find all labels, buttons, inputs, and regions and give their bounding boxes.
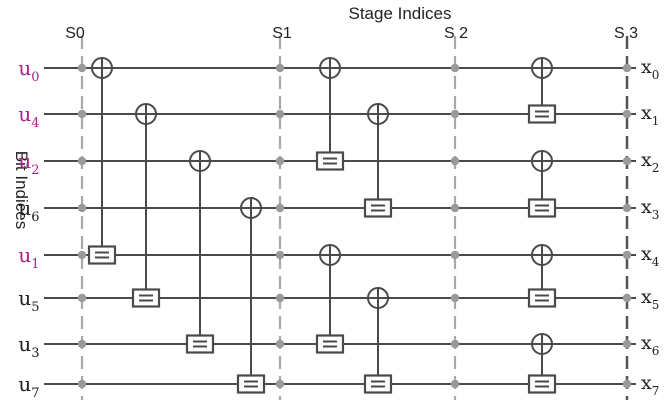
xor-gate bbox=[91, 57, 113, 79]
output-label-3: x3 bbox=[641, 196, 659, 222]
node bbox=[450, 250, 460, 260]
node bbox=[622, 156, 632, 166]
equality-gate bbox=[185, 334, 215, 354]
gate-pair bbox=[527, 244, 557, 308]
input-label-4: u1 bbox=[18, 243, 39, 272]
output-label-0: x0 bbox=[641, 56, 659, 82]
equality-gate bbox=[527, 374, 557, 394]
node bbox=[77, 63, 87, 73]
node bbox=[622, 203, 632, 213]
output-label-5: x5 bbox=[641, 286, 659, 312]
node bbox=[450, 109, 460, 119]
node bbox=[622, 63, 632, 73]
xor-gate bbox=[189, 150, 211, 172]
stage-label-3: S 3 bbox=[614, 25, 638, 42]
node bbox=[275, 63, 285, 73]
node bbox=[77, 203, 87, 213]
xor-gate bbox=[319, 244, 341, 266]
node bbox=[622, 379, 632, 389]
node bbox=[77, 109, 87, 119]
node bbox=[622, 293, 632, 303]
xor-gate bbox=[531, 244, 553, 266]
node bbox=[77, 156, 87, 166]
input-label-6: u3 bbox=[18, 332, 39, 361]
diagram-title: Stage Indices bbox=[348, 4, 451, 23]
input-label-5: u5 bbox=[18, 286, 39, 315]
stage-lines bbox=[80, 36, 629, 400]
stage-label-2: S 2 bbox=[444, 25, 468, 42]
xor-gate bbox=[531, 333, 553, 355]
xor-gate bbox=[367, 103, 389, 125]
gate-pair bbox=[527, 57, 557, 124]
equality-gate bbox=[527, 104, 557, 124]
stage-label-0: S0 bbox=[65, 25, 85, 42]
gate-pair bbox=[363, 287, 393, 394]
bit-indices-label: Bit Indices bbox=[12, 151, 31, 229]
input-label-7: u7 bbox=[18, 372, 39, 401]
output-labels: x0 x1 x2 x3 x4 x5 x6 x7 bbox=[641, 56, 660, 398]
output-label-4: x4 bbox=[641, 243, 660, 269]
output-label-6: x6 bbox=[641, 332, 659, 358]
node bbox=[275, 339, 285, 349]
node bbox=[77, 339, 87, 349]
node bbox=[77, 250, 87, 260]
xor-gate bbox=[531, 150, 553, 172]
gate-pair bbox=[527, 150, 557, 218]
stage-label-1: S1 bbox=[272, 25, 292, 42]
input-label-1: u4 bbox=[18, 102, 39, 131]
equality-gate bbox=[315, 151, 345, 171]
equality-gate bbox=[131, 288, 161, 308]
input-label-0: u0 bbox=[18, 56, 39, 85]
node bbox=[77, 293, 87, 303]
stage-labels: S0 S1 S 2 S 3 bbox=[65, 25, 638, 42]
xor-gate bbox=[367, 287, 389, 309]
node bbox=[275, 250, 285, 260]
gate-pair bbox=[363, 103, 393, 218]
node bbox=[450, 339, 460, 349]
node bbox=[622, 250, 632, 260]
equality-gate bbox=[363, 198, 393, 218]
gates bbox=[87, 57, 557, 394]
gate-pair bbox=[527, 333, 557, 394]
xor-gate bbox=[240, 197, 262, 219]
node bbox=[275, 156, 285, 166]
xor-gate bbox=[135, 103, 157, 125]
gate-pair bbox=[315, 57, 345, 171]
node bbox=[77, 379, 87, 389]
node bbox=[450, 293, 460, 303]
output-label-1: x1 bbox=[641, 102, 659, 128]
equality-gate bbox=[527, 288, 557, 308]
gate-pair bbox=[131, 103, 161, 308]
nodes bbox=[77, 63, 632, 389]
node bbox=[622, 339, 632, 349]
equality-gate bbox=[315, 334, 345, 354]
equality-gate bbox=[363, 374, 393, 394]
output-label-7: x7 bbox=[641, 372, 659, 398]
output-label-2: x2 bbox=[641, 149, 659, 175]
input-label-2: u2 bbox=[18, 149, 39, 178]
node bbox=[275, 379, 285, 389]
gate-pair bbox=[236, 197, 266, 394]
equality-gate bbox=[236, 374, 266, 394]
equality-gate bbox=[87, 245, 117, 265]
node bbox=[450, 156, 460, 166]
gate-pair bbox=[185, 150, 215, 354]
input-label-3: u6 bbox=[18, 196, 39, 225]
xor-gate bbox=[319, 57, 341, 79]
node bbox=[275, 203, 285, 213]
node bbox=[275, 109, 285, 119]
xor-gate bbox=[531, 57, 553, 79]
equality-gate bbox=[527, 198, 557, 218]
gate-pair bbox=[87, 57, 117, 265]
gate-pair bbox=[315, 244, 345, 354]
node bbox=[450, 63, 460, 73]
node bbox=[622, 109, 632, 119]
node bbox=[450, 203, 460, 213]
node bbox=[450, 379, 460, 389]
input-labels: u0 u4 u2 u6 u1 u5 u3 u7 bbox=[18, 56, 39, 401]
node bbox=[275, 293, 285, 303]
